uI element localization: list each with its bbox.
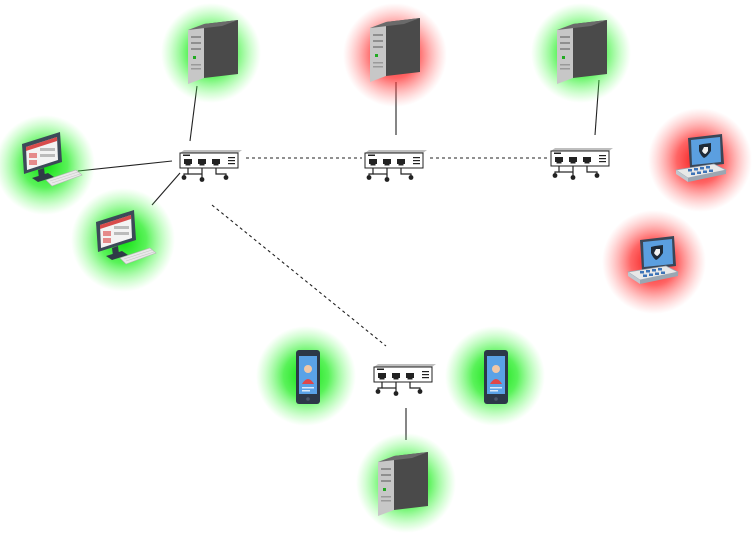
tablet-left-icon[interactable] [296, 350, 320, 404]
server-top-left-icon[interactable] [188, 20, 238, 84]
switch-center-icon[interactable] [364, 149, 428, 183]
switch-right-icon[interactable] [550, 147, 614, 181]
status-glows [0, 3, 752, 533]
tablet-right-icon[interactable] [484, 350, 508, 404]
link-switch-left-to-switch-bottom [211, 204, 387, 347]
link-switch-left-to-monitor-left-lower [151, 172, 181, 206]
server-bottom-icon[interactable] [378, 452, 428, 516]
switch-left-icon[interactable] [179, 149, 243, 183]
server-top-center-icon[interactable] [370, 18, 420, 82]
switch-bottom-icon[interactable] [373, 363, 437, 397]
server-top-right-icon[interactable] [557, 20, 607, 84]
